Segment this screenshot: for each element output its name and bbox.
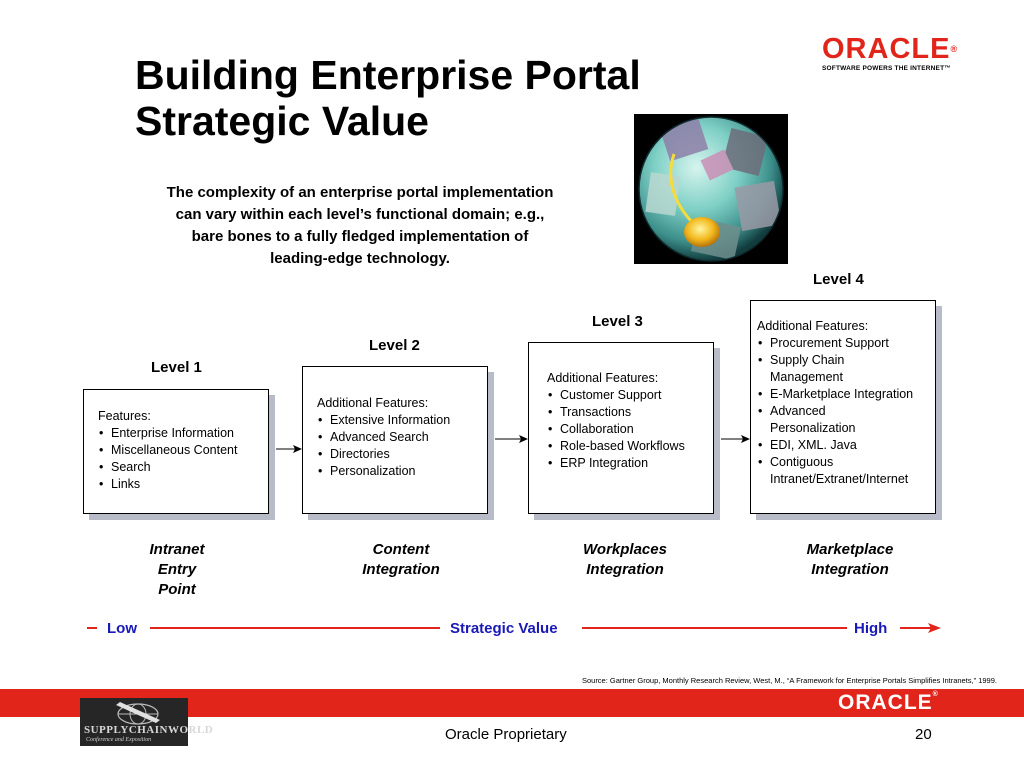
slide-title-line-1: Building Enterprise Portal (135, 52, 641, 98)
list-item: Transactions (547, 404, 713, 421)
level-1-feature-list: Enterprise Information Miscellaneous Con… (98, 425, 268, 493)
category-line: Workplaces (583, 541, 667, 558)
category-level-4: Marketplace Integration (785, 540, 915, 580)
category-line: Entry (157, 561, 197, 578)
list-item: EDI, XML. Java (757, 437, 935, 454)
globe-panel (721, 127, 769, 177)
list-item: E-Marketplace Integration (757, 386, 935, 403)
globe-panel (700, 149, 734, 181)
list-item: Advanced Search (317, 429, 487, 446)
intro-text: The complexity of an enterprise portal i… (130, 182, 590, 270)
category-line: Intranet (149, 541, 205, 558)
category-level-2: Content Integration (341, 540, 461, 580)
slide-title-line-2: Strategic Value (135, 98, 429, 144)
list-item-text: Advanced (770, 404, 826, 418)
category-line: Point (158, 581, 196, 598)
supply-chain-world-logo: SUPPLYCHAINWORLD Conference and Expositi… (80, 698, 213, 746)
globe-emblem-icon (116, 702, 160, 725)
level-4-feature-list: Procurement Support Supply ChainManageme… (757, 335, 935, 488)
strategic-value-scale (87, 623, 941, 633)
globe-illustration (638, 116, 784, 262)
list-item: Role-based Workflows (547, 438, 713, 455)
level-2-feature-list: Extensive Information Advanced Search Di… (317, 412, 487, 480)
proprietary-notice: Oracle Proprietary (445, 726, 567, 743)
list-item: Enterprise Information (98, 425, 268, 442)
level-3-label: Level 3 (592, 313, 643, 330)
level-4-box: Additional Features: Procurement Support… (750, 300, 936, 514)
list-item-continuation: Personalization (770, 421, 856, 435)
level-2-box: Additional Features: Extensive Informati… (302, 366, 488, 514)
intro-line: bare bones to a fully fledged implementa… (191, 228, 529, 245)
supply-chain-world-text: SUPPLYCHAINWORLD (84, 724, 214, 736)
supply-chain-world-subtext: Conference and Exposition (86, 737, 152, 743)
level-4-heading: Additional Features: (757, 319, 869, 333)
scale-low-label: Low (107, 620, 137, 637)
category-level-1: Intranet Entry Point (127, 540, 227, 600)
level-1-box: Features: Enterprise Information Miscell… (83, 389, 269, 514)
oracle-logo: ORACLE® SOFTWARE POWERS THE INTERNET™ (822, 34, 972, 74)
source-citation: Source: Gartner Group, Monthly Research … (581, 676, 997, 685)
list-item: ERP Integration (547, 455, 713, 472)
intro-line: can vary within each level’s functional … (175, 206, 545, 223)
level-1-heading: Features: (98, 409, 151, 423)
category-level-3: Workplaces Integration (565, 540, 685, 580)
list-item: Personalization (317, 463, 487, 480)
list-item-text: Supply Chain (770, 353, 845, 367)
list-item-continuation: Management (770, 370, 843, 384)
category-line: Integration (586, 561, 664, 578)
list-item: Collaboration (547, 421, 713, 438)
list-item-continuation: Intranet/Extranet/Internet (770, 472, 909, 486)
arrow-right-icon (495, 435, 528, 443)
level-3-box: Additional Features: Customer Support Tr… (528, 342, 714, 514)
category-line: Integration (362, 561, 440, 578)
oracle-tagline: SOFTWARE POWERS THE INTERNET™ (822, 65, 951, 72)
page-number: 20 (915, 726, 932, 743)
level-2-heading: Additional Features: (317, 396, 429, 410)
scale-arrowhead-icon (928, 623, 941, 633)
globe-image (634, 114, 788, 264)
intro-line: The complexity of an enterprise portal i… (166, 184, 554, 201)
scale-middle-label: Strategic Value (450, 620, 558, 637)
arrow-right-icon (721, 435, 750, 443)
level-1-label: Level 1 (151, 359, 202, 376)
arrow-right-icon (276, 445, 302, 453)
category-line: Integration (811, 561, 889, 578)
list-item: Customer Support (547, 387, 713, 404)
intro-line: leading-edge technology. (270, 250, 450, 267)
level-3-feature-list: Customer Support Transactions Collaborat… (547, 387, 713, 472)
registered-mark: ® (950, 44, 959, 54)
category-line: Content (372, 541, 430, 558)
list-item-text: Contiguous (770, 455, 834, 469)
list-item: Search (98, 459, 268, 476)
category-line: Marketplace (806, 541, 894, 558)
globe-cord (669, 153, 696, 226)
list-item: Extensive Information (317, 412, 487, 429)
level-3-heading: Additional Features: (547, 371, 659, 385)
globe-panel (734, 180, 782, 232)
list-item: Miscellaneous Content (98, 442, 268, 459)
level-2-label: Level 2 (369, 337, 420, 354)
level-4-label: Level 4 (813, 271, 864, 288)
list-item: Directories (317, 446, 487, 463)
list-item: Links (98, 476, 268, 493)
list-item: Procurement Support (757, 335, 935, 352)
scale-high-label: High (854, 620, 888, 637)
slide-title: Building Enterprise Portal Strategic Val… (135, 52, 641, 144)
globe-egg (684, 217, 720, 247)
oracle-logo-text: ORACLE® (822, 33, 959, 65)
registered-mark: ® (932, 691, 939, 698)
footer-oracle-logo: ORACLE® (838, 691, 939, 714)
